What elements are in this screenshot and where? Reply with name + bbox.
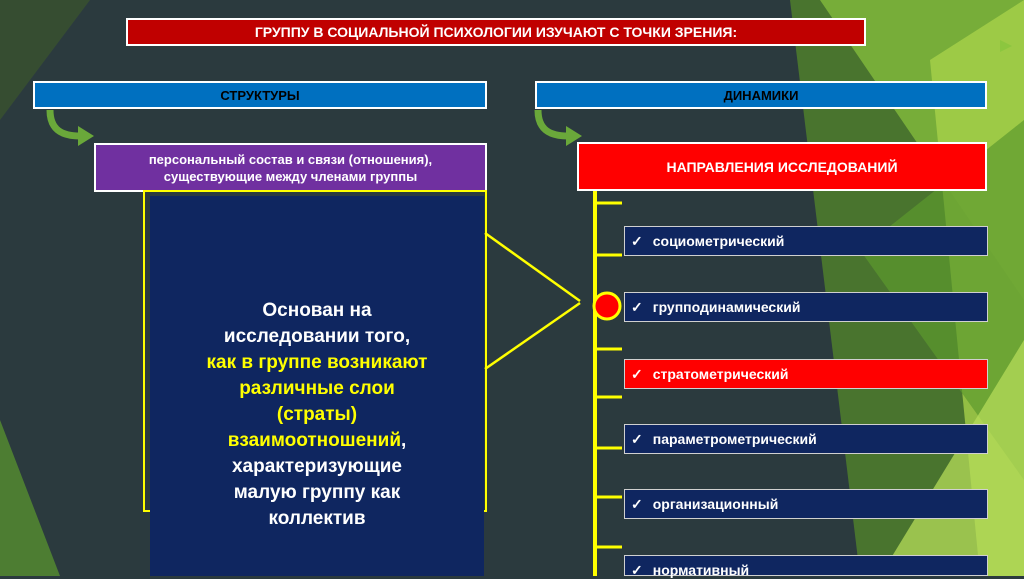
callout-line: исследовании того,	[223, 326, 411, 347]
dynamics-heading: ДИНАМИКИ	[535, 81, 987, 109]
check-icon: ✓	[631, 298, 643, 315]
structure-heading: СТРУКТУРЫ	[33, 81, 487, 109]
direction-item-stratometric: ✓ стратометрический	[624, 359, 988, 389]
direction-item-label: организационный	[652, 496, 779, 512]
callout-line: Основан на	[262, 300, 372, 321]
direction-item-parametric: ✓ параметрометрический	[624, 424, 988, 454]
callout-line: малую группу как	[233, 482, 401, 503]
direction-item-label: стратометрический	[652, 366, 789, 382]
curved-arrow-icon	[534, 109, 582, 146]
check-icon: ✓	[631, 232, 643, 249]
page-title: ГРУППУ В СОЦИАЛЬНОЙ ПСИХОЛОГИИ ИЗУЧАЮТ С…	[126, 18, 866, 46]
curved-arrow-icon	[46, 109, 94, 146]
check-icon: ✓	[631, 562, 643, 578]
callout-line: коллектив	[268, 508, 366, 529]
direction-item-label: параметрометрический	[652, 431, 817, 447]
callout-emphasis: взаимоотношений	[227, 430, 401, 451]
direction-item-organizational: ✓ организационный	[624, 489, 988, 519]
callout-line: различные слои	[239, 378, 395, 399]
direction-item-label: групподинамический	[652, 299, 801, 315]
research-directions-heading: НАПРАВЛЕНИЯ ИССЛЕДОВАНИЙ	[577, 142, 987, 191]
callout-line: характеризующие	[231, 456, 403, 477]
check-icon: ✓	[631, 495, 643, 512]
structure-definition: персональный состав и связи (отношения),…	[94, 143, 487, 192]
direction-item-label: социометрический	[652, 233, 785, 249]
direction-item-normative: ✓ нормативный	[624, 555, 988, 578]
definition-line: персональный состав и связи (отношения),	[148, 151, 433, 167]
callout-line: взаимоотношений,	[150, 428, 484, 454]
definition-line: существующие между членами группы	[163, 168, 418, 184]
callout-line: как в группе возникают	[206, 352, 428, 373]
direction-item-label: нормативный	[652, 562, 750, 578]
direction-item-group-dynamic: ✓ групподинамический	[624, 292, 988, 322]
callout-comma: ,	[401, 430, 407, 451]
direction-item-sociometric: ✓ социометрический	[624, 226, 988, 256]
check-icon: ✓	[631, 365, 643, 382]
stratometric-callout: Основан на исследовании того, как в груп…	[150, 196, 484, 576]
check-icon: ✓	[631, 430, 643, 447]
callout-line: (страты)	[276, 404, 358, 425]
connector-lines	[484, 191, 622, 576]
circle-marker-icon	[592, 291, 622, 321]
